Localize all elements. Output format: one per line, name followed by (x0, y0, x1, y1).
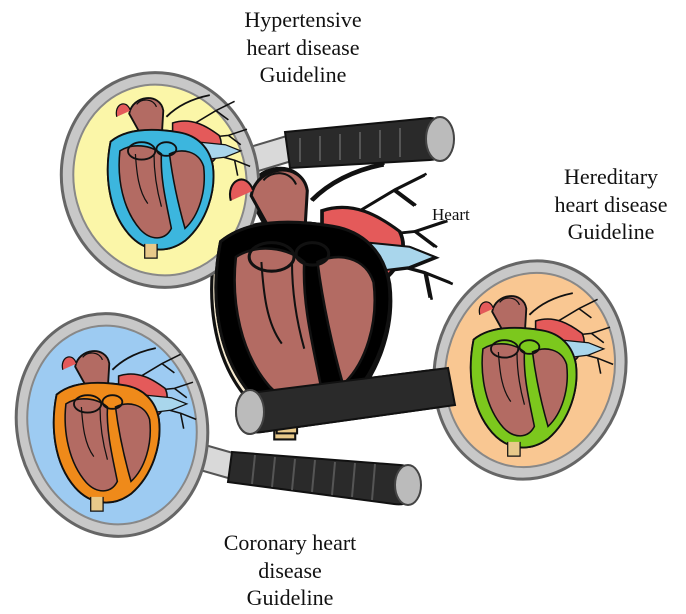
hypertensive-caption: Hypertensive heart disease Guideline (218, 6, 388, 89)
coronary-caption: Coronary heart disease Guideline (200, 529, 380, 612)
coronary-handle (200, 445, 421, 505)
hereditary-caption-line-3: Guideline (536, 218, 686, 246)
hereditary-caption-line-1: Hereditary (536, 163, 686, 191)
center-heart-caption: Heart (432, 204, 492, 225)
hereditary-handle-cap (236, 390, 264, 434)
coronary-caption-line-2: disease (200, 557, 380, 585)
coronary-caption-line-3: Guideline (200, 584, 380, 612)
hypertensive-caption-line-1: Hypertensive (218, 6, 388, 34)
hypertensive-caption-line-2: heart disease (218, 34, 388, 62)
hypertensive-handle (240, 117, 454, 175)
hereditary-caption: Hereditary heart disease Guideline (536, 163, 686, 246)
hypertensive-caption-line-3: Guideline (218, 61, 388, 89)
coronary-caption-line-1: Coronary heart (200, 529, 380, 557)
hereditary-caption-line-2: heart disease (536, 191, 686, 219)
